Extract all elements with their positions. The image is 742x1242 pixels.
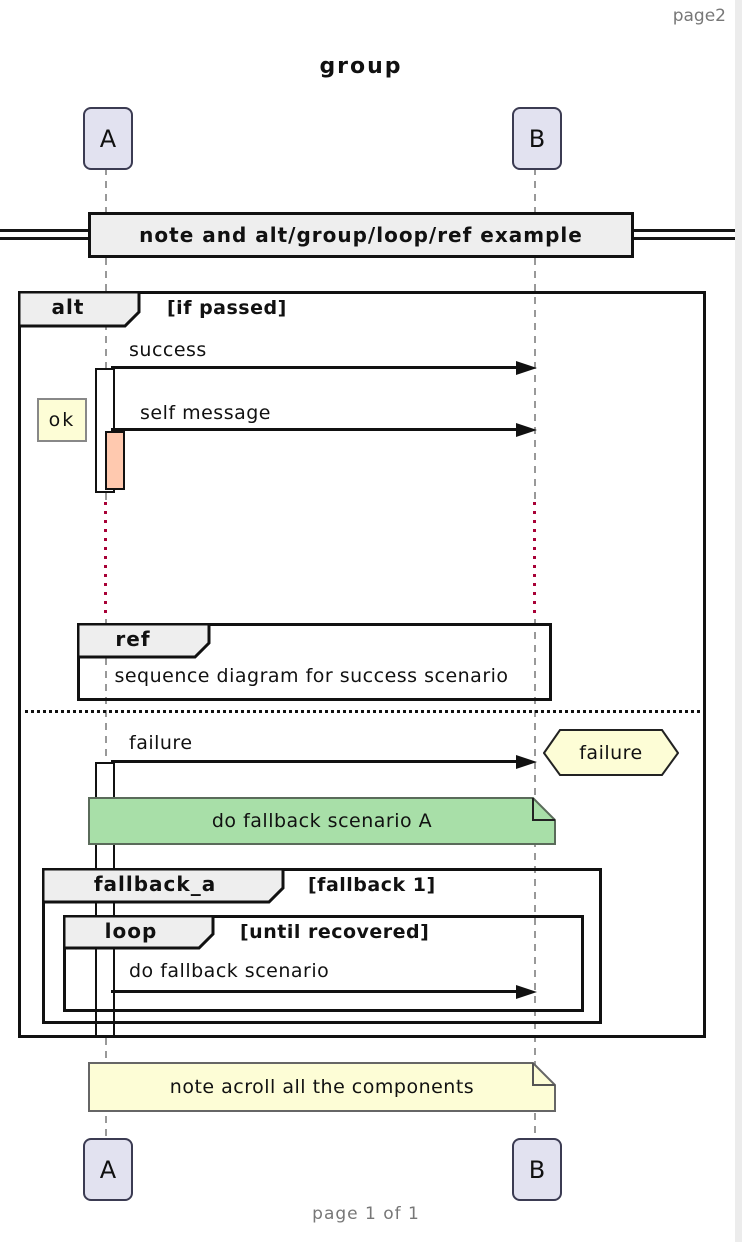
alt-else-divider — [18, 710, 706, 713]
arrowhead-icon — [516, 985, 537, 999]
participant-b-bottom: B — [512, 1138, 562, 1201]
message-failure-arrow — [111, 760, 518, 763]
lifeline-a-segment — [105, 168, 107, 212]
note-fold-icon — [532, 798, 555, 821]
loop-keyword: loop — [104, 919, 158, 943]
fallback-condition: [fallback 1] — [308, 874, 436, 896]
participant-a-bottom: A — [83, 1138, 133, 1201]
red-lifeline-a — [104, 502, 107, 619]
participant-a-top: A — [83, 107, 133, 170]
message-success-label: success — [129, 339, 207, 361]
message-self-arrow — [111, 428, 518, 431]
divider-box: note and alt/group/loop/ref example — [88, 212, 634, 258]
message-success-arrow — [111, 366, 518, 369]
activation-bar-salmon — [105, 431, 125, 490]
lifeline-a-segment — [105, 619, 107, 763]
bottom-note-text: note acroll all the components — [169, 1076, 475, 1098]
note-shape-icon — [88, 1062, 556, 1112]
frame-pentagon-icon — [18, 291, 141, 328]
fallback-keyword: fallback_a — [93, 872, 217, 896]
ref-keyword: ref — [115, 627, 151, 651]
ref-frame — [77, 623, 552, 701]
participant-b-top: B — [512, 107, 562, 170]
green-note: do fallback scenario A — [88, 797, 556, 845]
loop-condition: [until recovered] — [240, 921, 430, 943]
ref-frame-label: ref — [77, 623, 211, 659]
message-do-fallback-label: do fallback scenario — [129, 960, 330, 982]
arrowhead-icon — [516, 361, 537, 375]
alt-keyword: alt — [51, 295, 85, 319]
scrollbar[interactable] — [735, 0, 742, 1242]
ref-frame-text: sequence diagram for success scenario — [114, 665, 509, 687]
bottom-note: note acroll all the components — [88, 1062, 556, 1112]
note-fold-icon — [532, 1063, 555, 1086]
hexagon-label: failure — [579, 741, 643, 764]
lifeline-a-segment — [105, 493, 107, 502]
fallback-frame-label: fallback_a — [42, 868, 285, 904]
ok-note: ok — [37, 398, 87, 442]
lifeline-b-segment — [534, 619, 536, 1138]
page-footer: page 1 of 1 — [312, 1204, 420, 1224]
arrowhead-icon — [516, 755, 537, 769]
lifeline-b-segment — [534, 258, 536, 502]
message-failure-label: failure — [129, 732, 193, 754]
loop-frame-label: loop — [63, 915, 215, 950]
alt-condition: [if passed] — [167, 297, 287, 319]
alt-frame-label: alt — [18, 291, 141, 328]
diagram-title: group — [319, 54, 403, 79]
note-shape-icon — [88, 797, 556, 845]
fallback-frame — [42, 868, 602, 1024]
lifeline-b-segment — [534, 168, 536, 212]
frame-pentagon-icon — [63, 915, 215, 950]
loop-frame — [63, 915, 584, 1012]
failure-hexagon: failure — [542, 729, 680, 776]
message-self-label: self message — [140, 402, 271, 424]
alt-frame — [18, 291, 706, 1038]
frame-pentagon-icon — [77, 623, 211, 659]
frame-pentagon-icon — [42, 868, 285, 904]
red-lifeline-b — [533, 502, 536, 619]
page-header: page2 — [672, 6, 726, 26]
hexagon-icon — [542, 729, 680, 776]
arrowhead-icon — [516, 423, 537, 437]
green-note-text: do fallback scenario A — [211, 810, 433, 832]
message-do-fallback-arrow — [111, 990, 518, 993]
